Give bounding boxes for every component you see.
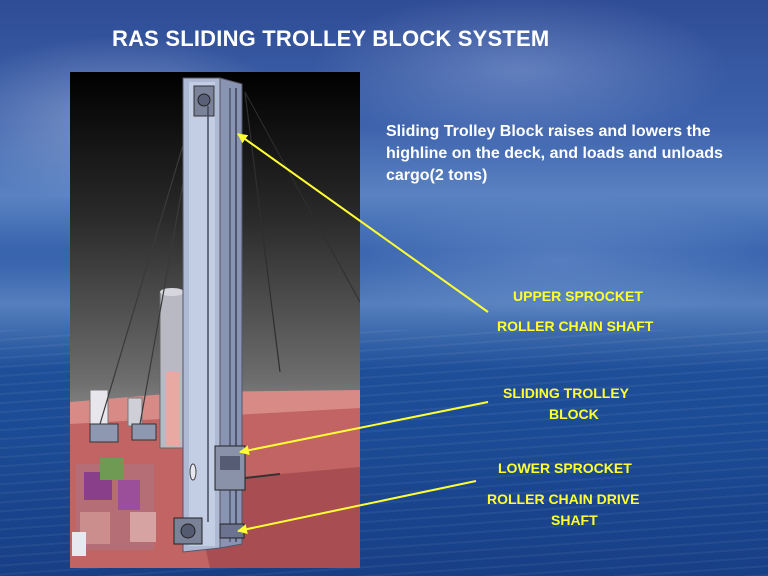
upper-sprocket-wheel bbox=[197, 93, 211, 107]
machinery-part bbox=[118, 480, 140, 510]
arrow-sliding-trolley bbox=[239, 401, 489, 456]
slide-title: RAS SLIDING TROLLEY BLOCK SYSTEM bbox=[112, 26, 550, 51]
label-roller-chain-shaft: ROLLER CHAIN SHAFT bbox=[497, 318, 654, 334]
arrow-lower-sprocket bbox=[237, 480, 477, 535]
label-drive-shaft-line1: ROLLER CHAIN DRIVE bbox=[487, 491, 640, 507]
trolley-arm bbox=[244, 473, 281, 479]
arrow-upper-sprocket bbox=[237, 133, 489, 313]
king-post-top bbox=[160, 288, 184, 296]
king-post-reflection bbox=[166, 372, 180, 446]
winch bbox=[89, 423, 119, 443]
label-drive-shaft-line2: SHAFT bbox=[551, 512, 598, 528]
trolley-block-detail bbox=[220, 456, 240, 470]
machinery-part bbox=[72, 532, 86, 556]
label-upper-sprocket: UPPER SPROCKET bbox=[513, 288, 643, 304]
winch bbox=[131, 423, 157, 441]
guy-wire bbox=[244, 91, 360, 303]
mast-fitting bbox=[189, 463, 197, 481]
guy-wire bbox=[244, 91, 281, 373]
description-text: Sliding Trolley Block raises and lowers … bbox=[386, 123, 723, 184]
machinery-part bbox=[100, 458, 124, 480]
label-sliding-trolley-line2: BLOCK bbox=[549, 406, 599, 422]
label-lower-sprocket: LOWER SPROCKET bbox=[498, 460, 632, 476]
cad-model bbox=[70, 77, 360, 568]
label-sliding-trolley-line1: SLIDING TROLLEY bbox=[503, 385, 629, 401]
trolley-system-rendering bbox=[70, 72, 360, 568]
lower-sprocket-wheel bbox=[180, 523, 196, 539]
machinery-part bbox=[130, 512, 156, 542]
